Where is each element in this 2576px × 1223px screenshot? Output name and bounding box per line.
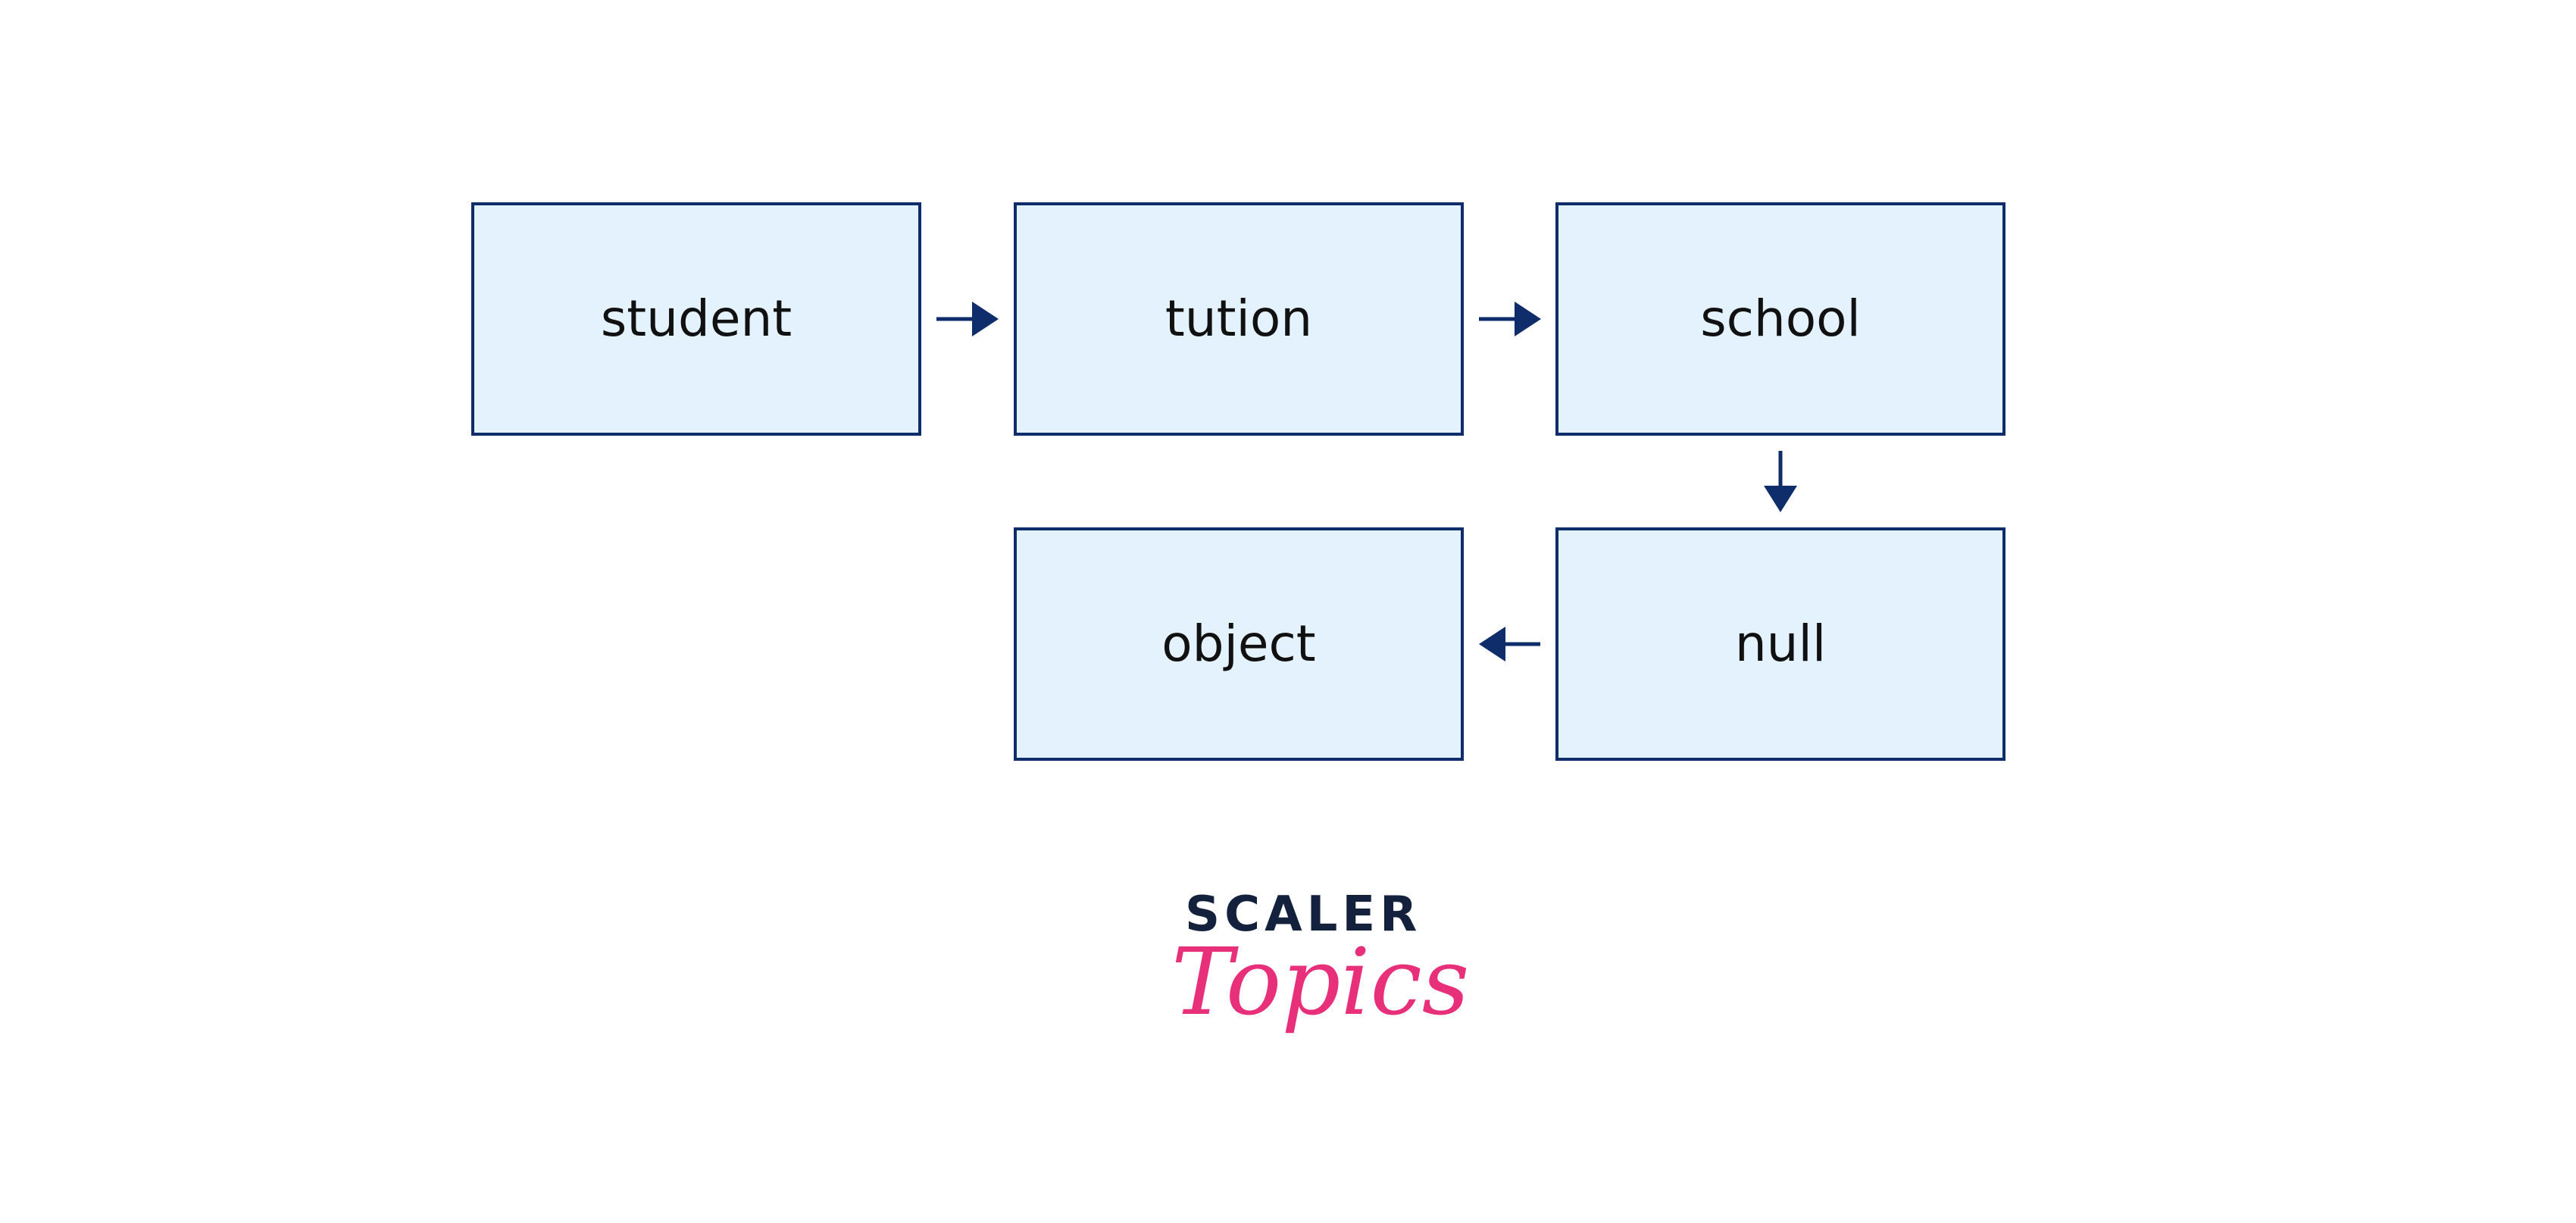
node-label-school: school: [1700, 289, 1861, 348]
node-label-student: student: [600, 289, 792, 348]
node-label-tution: tution: [1165, 289, 1313, 348]
node-student: student: [471, 202, 921, 436]
logo-script-topics: Topics: [1171, 928, 1470, 1036]
scaler-topics-logo: SCALER Topics: [1167, 890, 1469, 1087]
arrow-null-to-object: [1479, 627, 1540, 662]
node-school: school: [1555, 202, 2005, 436]
node-null: null: [1555, 527, 2005, 761]
arrow-tution-to-school: [1479, 302, 1541, 336]
node-tution: tution: [1014, 202, 1464, 436]
arrow-school-to-null: [1764, 451, 1797, 512]
node-label-null: null: [1734, 615, 1827, 673]
node-object: object: [1014, 527, 1464, 761]
node-label-object: object: [1161, 615, 1316, 673]
arrow-student-to-tution: [936, 302, 999, 336]
logo-word-scaler: SCALER: [1185, 887, 1422, 943]
